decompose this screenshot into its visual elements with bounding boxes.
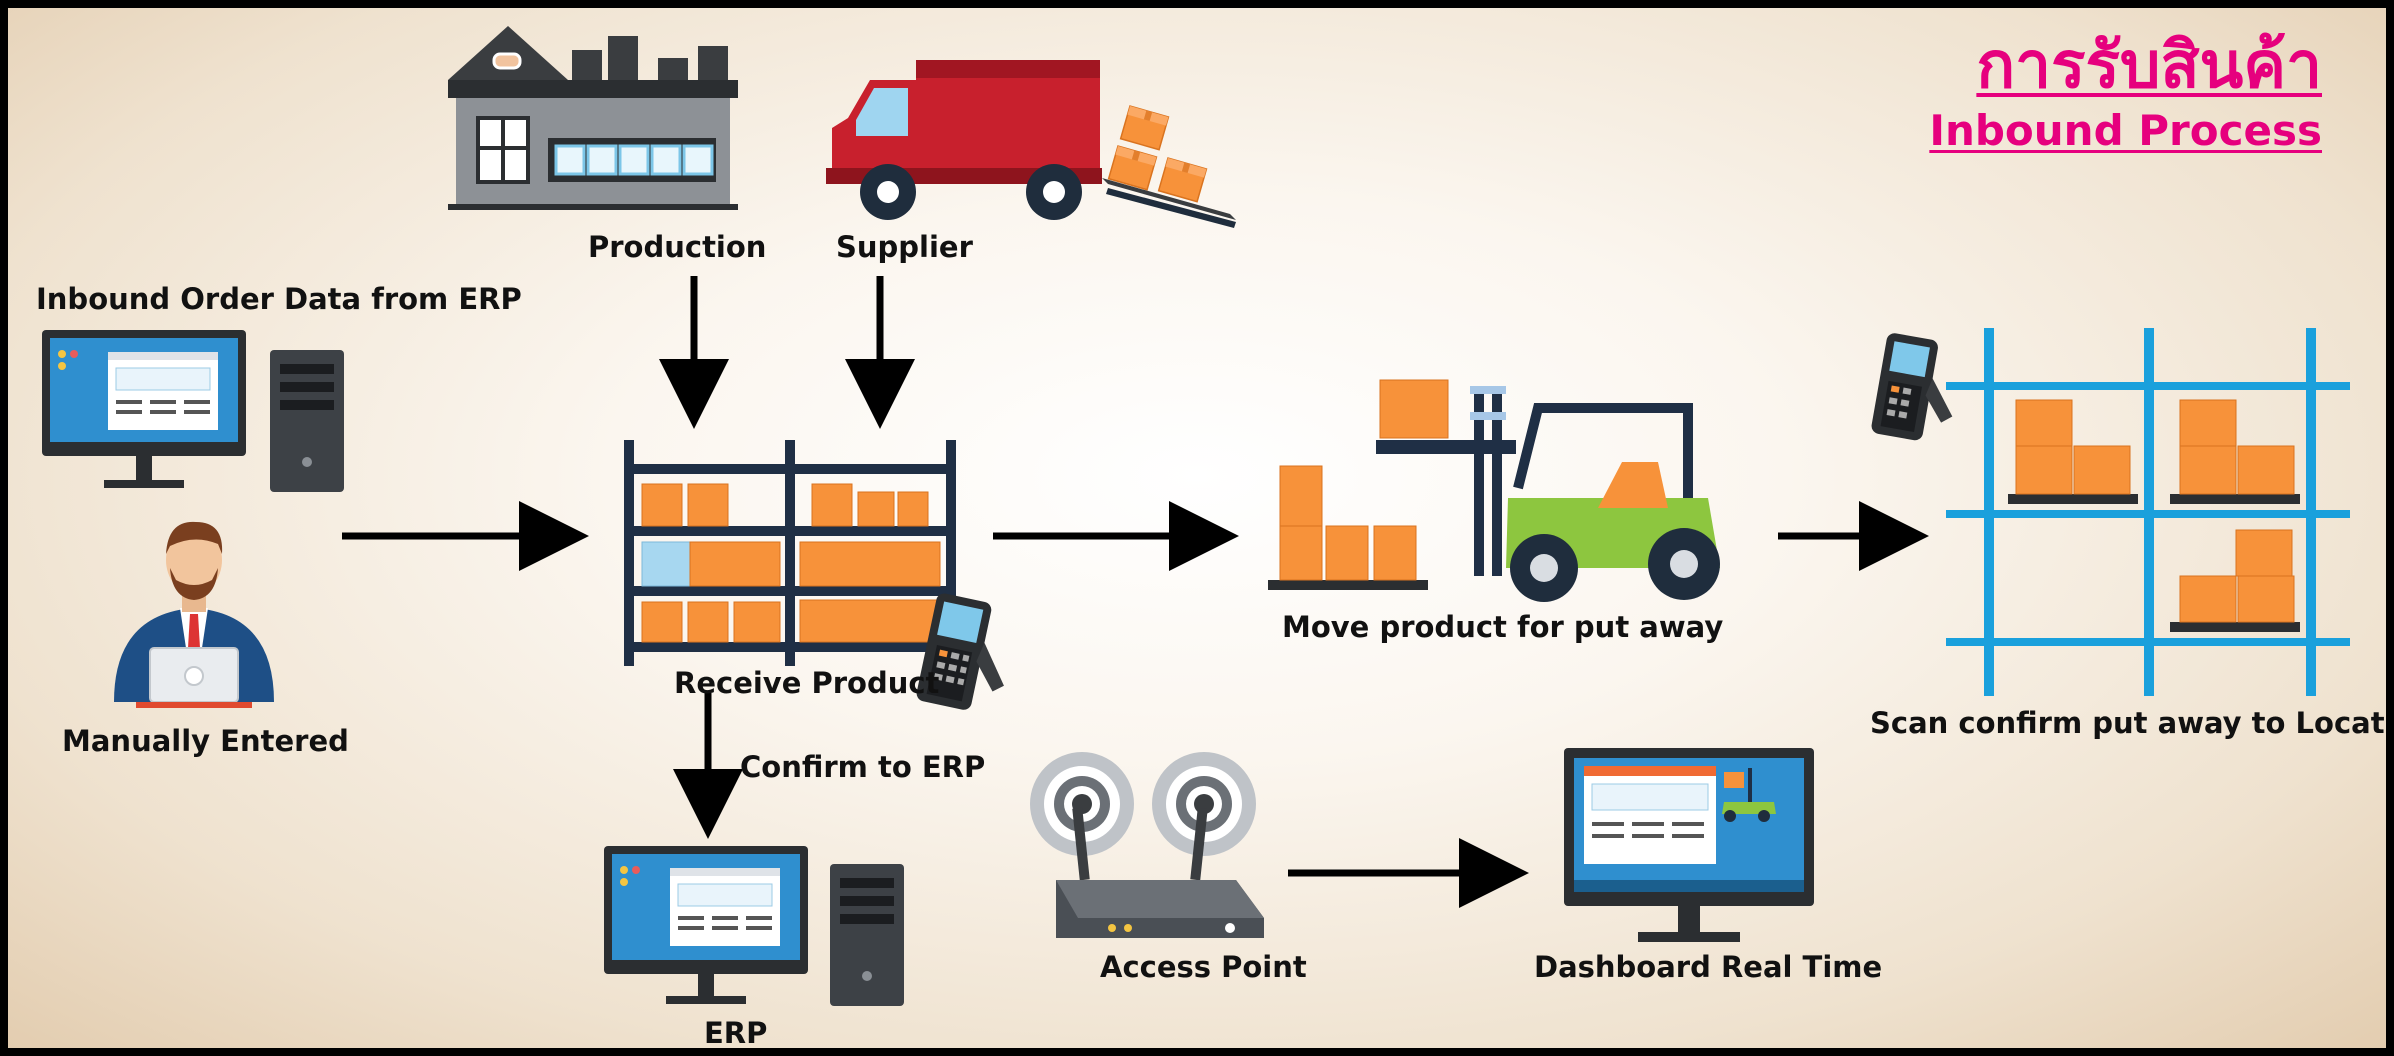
erp-desktop-icon <box>604 846 904 1006</box>
node-label-move: Move product for put away <box>1282 610 1724 644</box>
node-label-scan: Scan confirm put away to Location <box>1870 706 2394 740</box>
title-english: Inbound Process <box>1929 106 2322 155</box>
node-label-production: Production <box>588 230 767 264</box>
dashboard-monitor-icon <box>1564 748 1814 942</box>
storage-rack-icon <box>1946 328 2350 696</box>
node-label-inbound-order: Inbound Order Data from ERP <box>36 282 522 316</box>
node-label-supplier: Supplier <box>836 230 973 264</box>
title-thai: การรับสินค้า <box>1976 29 2322 103</box>
node-label-erp: ERP <box>704 1016 768 1050</box>
handheld-scanner-icon <box>916 593 1004 710</box>
warehouse-shelf-icon <box>624 440 956 666</box>
delivery-truck-icon <box>826 60 1236 228</box>
node-label-dashboard: Dashboard Real Time <box>1534 950 1883 984</box>
handheld-scanner-icon <box>1871 333 1953 441</box>
factory-icon <box>448 26 738 210</box>
node-label-receive: Receive Product <box>674 666 940 700</box>
flow-arrows <box>342 276 1929 908</box>
forklift-icon <box>1268 379 1720 602</box>
person-laptop-icon <box>114 521 274 708</box>
diagram-canvas <box>42 26 2350 1006</box>
node-label-access-point: Access Point <box>1100 950 1307 984</box>
node-label-confirm: Confirm to ERP <box>740 750 986 784</box>
wifi-router-icon <box>1030 752 1264 938</box>
node-label-manual: Manually Entered <box>62 724 349 758</box>
erp-desktop-icon <box>42 330 344 492</box>
